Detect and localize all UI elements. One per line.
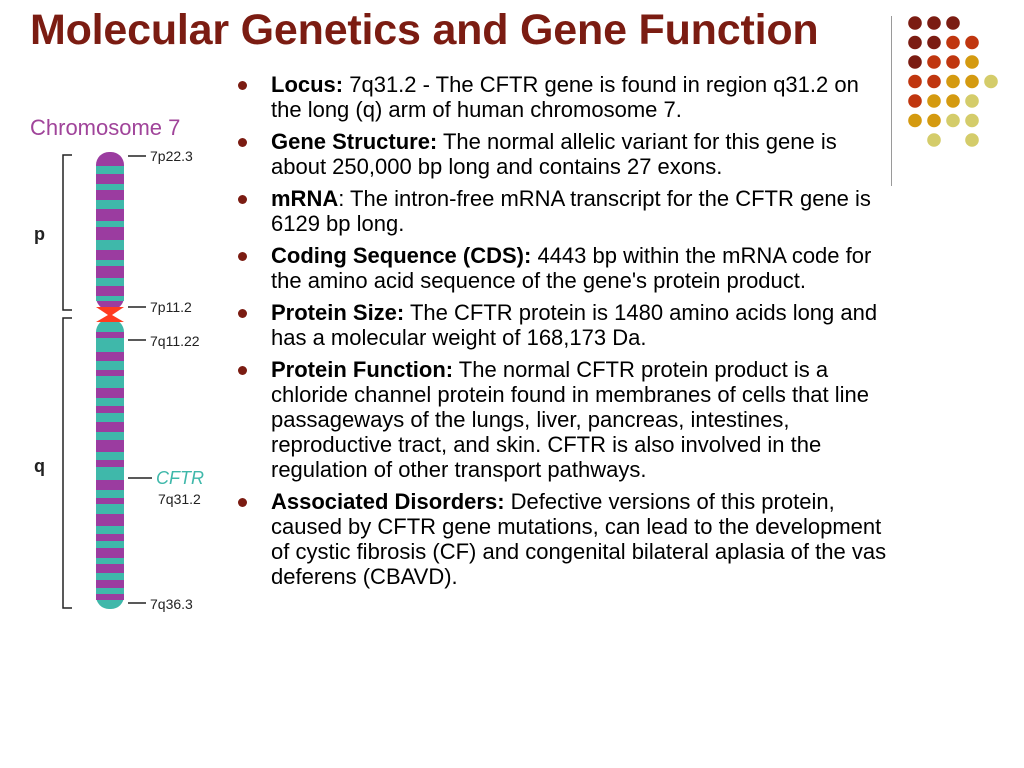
- chromosome-diagram: Chromosome 7 p q 7p22.3 7p11.2 7q11.22 C…: [30, 115, 204, 612]
- chromosome-title: Chromosome 7: [30, 115, 180, 140]
- bullet-label: Coding Sequence (CDS):: [271, 243, 532, 268]
- decorative-dot: [908, 55, 922, 69]
- decorative-dot: [908, 113, 922, 128]
- chromosome-band: [96, 278, 124, 286]
- bullet-text: 7q31.2 - The CFTR gene is found in regio…: [271, 72, 859, 122]
- band-label-centromere-p: 7p11.2: [150, 299, 192, 315]
- bullet-dot: [238, 252, 247, 261]
- bullet-text: The CFTR protein is 1480 amino acids lon…: [271, 300, 878, 350]
- gene-locus-label: 7q31.2: [158, 491, 201, 507]
- decorative-dot: [946, 113, 960, 128]
- chromosome-band: [96, 240, 124, 250]
- chromosome-band: [96, 440, 124, 452]
- decorative-dot: [946, 16, 960, 30]
- decorative-dot: [946, 94, 960, 108]
- bullet-gene-structure: Gene Structure: The normal allelic varia…: [238, 129, 888, 179]
- bullet-dot: [238, 81, 247, 90]
- decorative-dot: [927, 16, 941, 30]
- chromosome-band: [96, 498, 124, 504]
- decorative-dot: [927, 55, 941, 69]
- decorative-dot: [965, 94, 979, 108]
- bullet-protein-function: Protein Function: The normal CFTR protei…: [238, 357, 888, 482]
- title-divider: [891, 16, 892, 186]
- gene-name-label: CFTR: [156, 468, 204, 488]
- decorative-dot: [908, 16, 922, 30]
- chromosome-band: [96, 370, 124, 376]
- chromosome-band: [96, 580, 124, 588]
- chromosome-band: [96, 332, 124, 338]
- decorative-dot: [965, 113, 979, 128]
- bullet-protein-size: Protein Size: The CFTR protein is 1480 a…: [238, 300, 888, 350]
- p-arm: [96, 152, 124, 310]
- decorative-dot: [908, 74, 922, 89]
- band-label-centromere-q: 7q11.22: [150, 333, 200, 349]
- chromosome-figure: Chromosome 7 p q 7p22.3 7p11.2 7q11.22 C…: [0, 100, 230, 620]
- bullet-dot: [238, 195, 247, 204]
- bullet-coding-sequence: Coding Sequence (CDS): 4443 bp within th…: [238, 243, 888, 293]
- chromosome-band: [96, 296, 124, 301]
- chromosome-band: [96, 564, 124, 573]
- chromosome-band: [96, 460, 124, 467]
- decorative-dot: [927, 35, 941, 50]
- decorative-dot: [908, 94, 922, 108]
- bullet-dot: [238, 498, 247, 507]
- bullet-associated-disorders: Associated Disorders: Defective versions…: [238, 489, 888, 589]
- bullet-text: : The intron-free mRNA transcript for th…: [271, 186, 871, 236]
- bullet-label: Protein Size:: [271, 300, 405, 325]
- chromosome-band: [96, 260, 124, 266]
- centromere: [96, 307, 124, 322]
- chromosome-band: [96, 422, 124, 432]
- chromosome-band: [96, 184, 124, 190]
- chromosome-bands: [96, 166, 124, 600]
- decorative-dot: [965, 74, 979, 89]
- decorative-dot: [927, 94, 941, 108]
- decorative-dot: [965, 35, 979, 50]
- decorative-dot: [927, 133, 941, 147]
- bullet-label: Locus:: [271, 72, 344, 97]
- bullet-label: Gene Structure:: [271, 129, 438, 154]
- decorative-dot: [927, 74, 941, 89]
- bullet-locus: Locus: 7q31.2 - The CFTR gene is found i…: [238, 72, 888, 122]
- chromosome-band: [96, 221, 124, 227]
- bullet-mrna: mRNA: The intron-free mRNA transcript fo…: [238, 186, 888, 236]
- bullet-dot: [238, 366, 247, 375]
- chromosome-band: [96, 514, 124, 526]
- decorative-dot: [946, 74, 960, 89]
- decorative-dot: [984, 74, 998, 89]
- chromosome-band: [96, 480, 124, 490]
- chromosome-band: [96, 166, 124, 174]
- decorative-dot: [965, 133, 979, 147]
- bullet-text: Defective versions of this protein, caus…: [271, 489, 887, 589]
- bullet-text: The normal allelic variant for this gene…: [271, 129, 837, 179]
- bullet-label: mRNA: [271, 186, 339, 211]
- decorative-dot: [946, 55, 960, 69]
- chromosome-band: [96, 200, 124, 209]
- chromosome-band: [96, 352, 124, 361]
- bullet-text: 4443 bp within the mRNA code for the ami…: [271, 243, 872, 293]
- band-label-top: 7p22.3: [150, 148, 193, 164]
- band-label-bottom: 7q36.3: [150, 596, 193, 612]
- decorative-dot: [908, 35, 922, 50]
- p-arm-label: p: [34, 224, 45, 244]
- decorative-dot: [927, 113, 941, 128]
- chromosome-band: [96, 548, 124, 558]
- bullet-text: The normal CFTR protein product is a chl…: [271, 357, 870, 482]
- decorative-dot: [965, 55, 979, 69]
- chromosome-band: [96, 594, 124, 600]
- gene-facts-list: Locus: 7q31.2 - The CFTR gene is found i…: [238, 72, 888, 596]
- decorative-dot: [946, 35, 960, 50]
- q-arm-label: q: [34, 456, 45, 476]
- decorative-dot-grid: [908, 16, 998, 147]
- bullet-label: Associated Disorders:: [271, 489, 505, 514]
- bullet-dot: [238, 138, 247, 147]
- slide-title: Molecular Genetics and Gene Function: [30, 6, 819, 54]
- p-arm-bracket: [62, 154, 72, 311]
- chromosome-band: [96, 406, 124, 413]
- chromosome-band: [96, 534, 124, 541]
- q-arm-bracket: [62, 317, 72, 609]
- chromosome-band: [96, 388, 124, 398]
- chromosome-body: [96, 152, 124, 609]
- bullet-label: Protein Function:: [271, 357, 454, 382]
- bullet-dot: [238, 309, 247, 318]
